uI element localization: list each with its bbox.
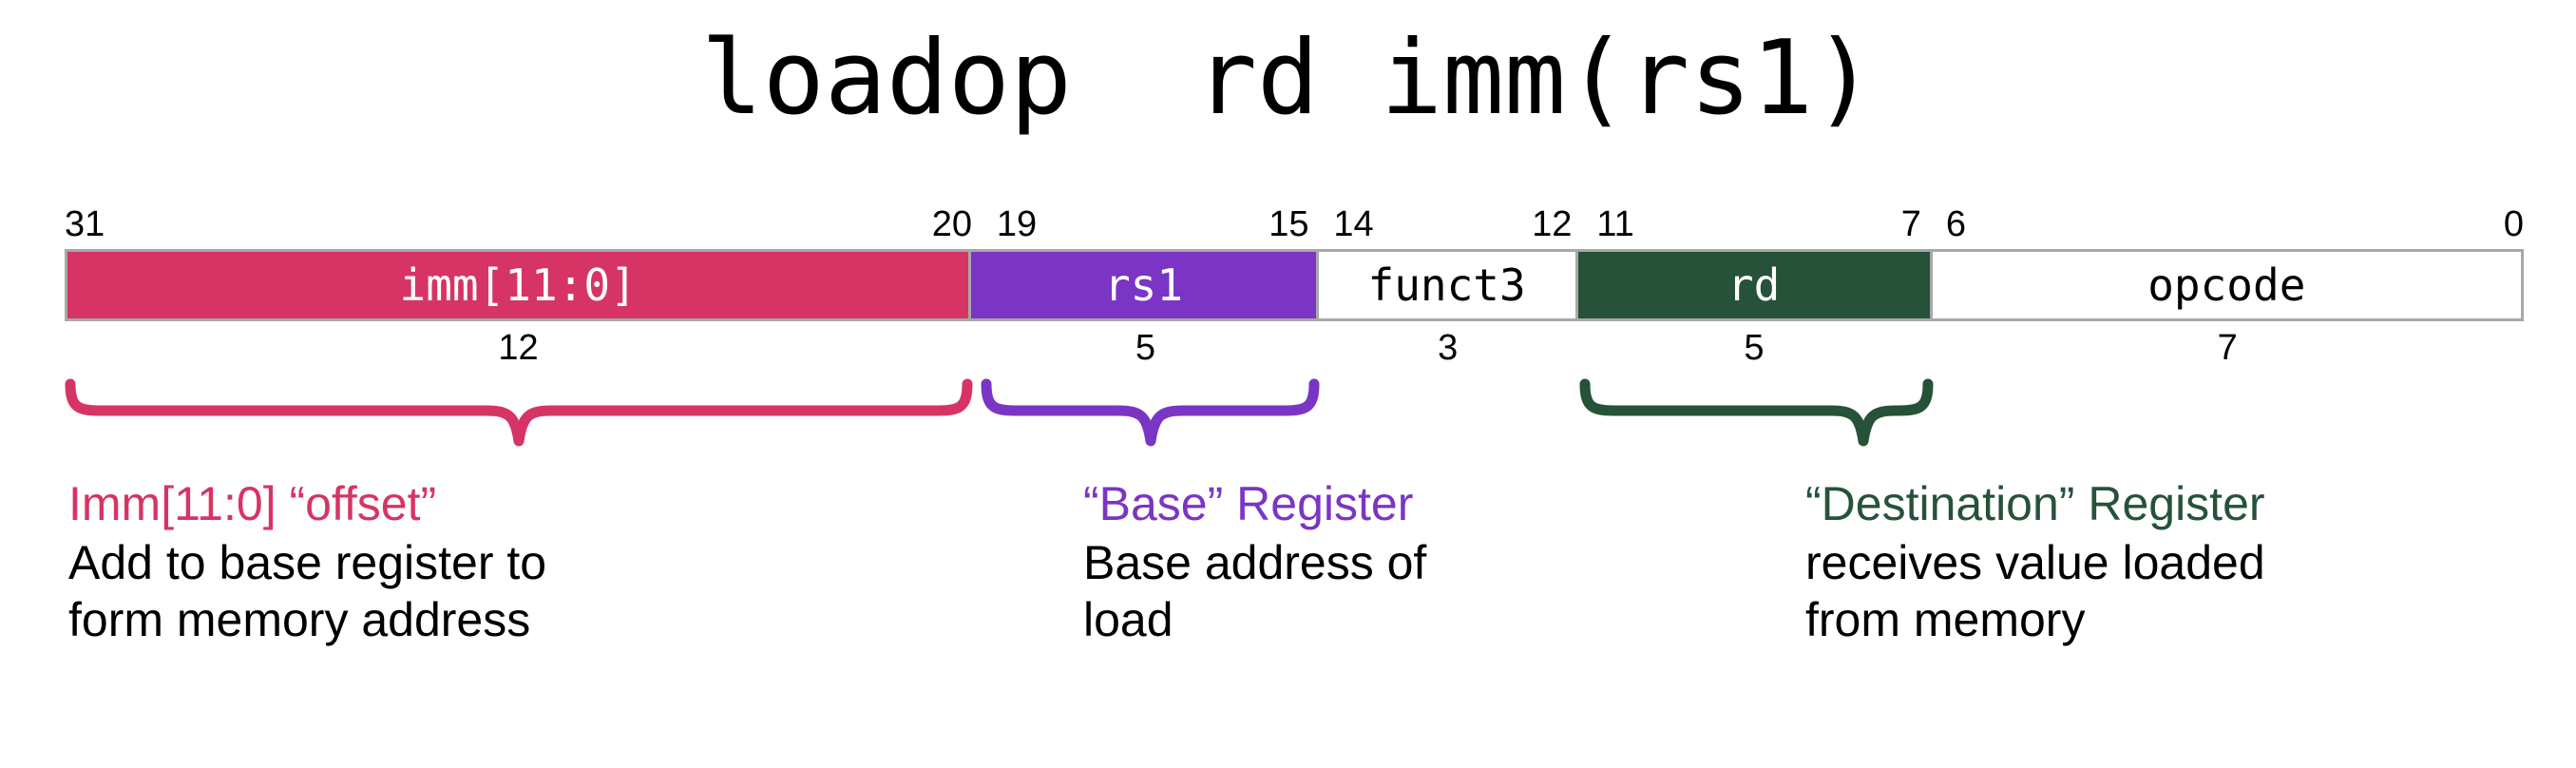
bit-tick-12: 12 [1532,204,1573,244]
annotation-rd-line-1: receives value loaded [1805,536,2265,589]
annotation-rd-line-2: from memory [1805,593,2086,646]
brace-imm [65,378,973,447]
annotation-imm-line-2: form memory address [68,593,531,646]
annotation-rs1: “Base” Register Base address of load [1083,475,1748,648]
annotation-rs1-body: Base address of load [1083,534,1748,648]
bit-tick-20: 20 [931,204,972,244]
bit-tick-6: 6 [1945,204,1966,244]
bit-tick-14: 14 [1333,204,1374,244]
bit-tick-31: 31 [65,204,105,244]
field-rd: rd [1577,252,1933,318]
annotation-rs1-line-1: Base address of [1083,536,1427,589]
bit-tick-7: 7 [1900,204,1921,244]
field-width-funct3: 3 [1438,328,1459,368]
field-opcode: opcode [1932,252,2521,318]
annotation-imm-heading: Imm[11:0] “offset” [68,477,437,530]
brace-rs1-icon [981,378,1320,447]
annotation-rs1-heading: “Base” Register [1083,477,1414,530]
brace-rs1 [981,378,1320,447]
annotation-rd-heading: “Destination” Register [1805,477,2265,530]
bit-tick-19: 19 [996,204,1038,244]
annotation-imm: Imm[11:0] “offset” Add to base register … [68,475,1019,648]
annotation-imm-line-1: Add to base register to [68,536,547,589]
bit-tick-0: 0 [2503,204,2524,244]
field-funct3: funct3 [1318,252,1578,318]
brace-imm-icon [65,378,973,447]
field-width-opcode: 7 [2217,328,2238,368]
field-width-rs1: 5 [1135,328,1155,368]
field-rs1: rs1 [971,252,1319,318]
field-imm: imm[11:0] [67,252,972,318]
annotation-rd: “Destination” Register receives value lo… [1805,475,2566,648]
annotation-rd-body: receives value loaded from memory [1805,534,2566,648]
bit-tick-11: 11 [1596,204,1634,244]
field-width-imm: 12 [498,328,539,368]
field-width-rd: 5 [1744,328,1765,368]
page-title: loadop rd imm(rs1) [700,19,1876,138]
brace-rd [1579,378,1934,447]
annotation-rs1-line-2: load [1083,593,1174,646]
bit-tick-15: 15 [1269,204,1309,244]
annotation-imm-body: Add to base register to form memory addr… [68,534,1019,648]
field-width-labels: 12 5 3 5 7 [65,325,2524,371]
brace-rd-icon [1579,378,1934,447]
